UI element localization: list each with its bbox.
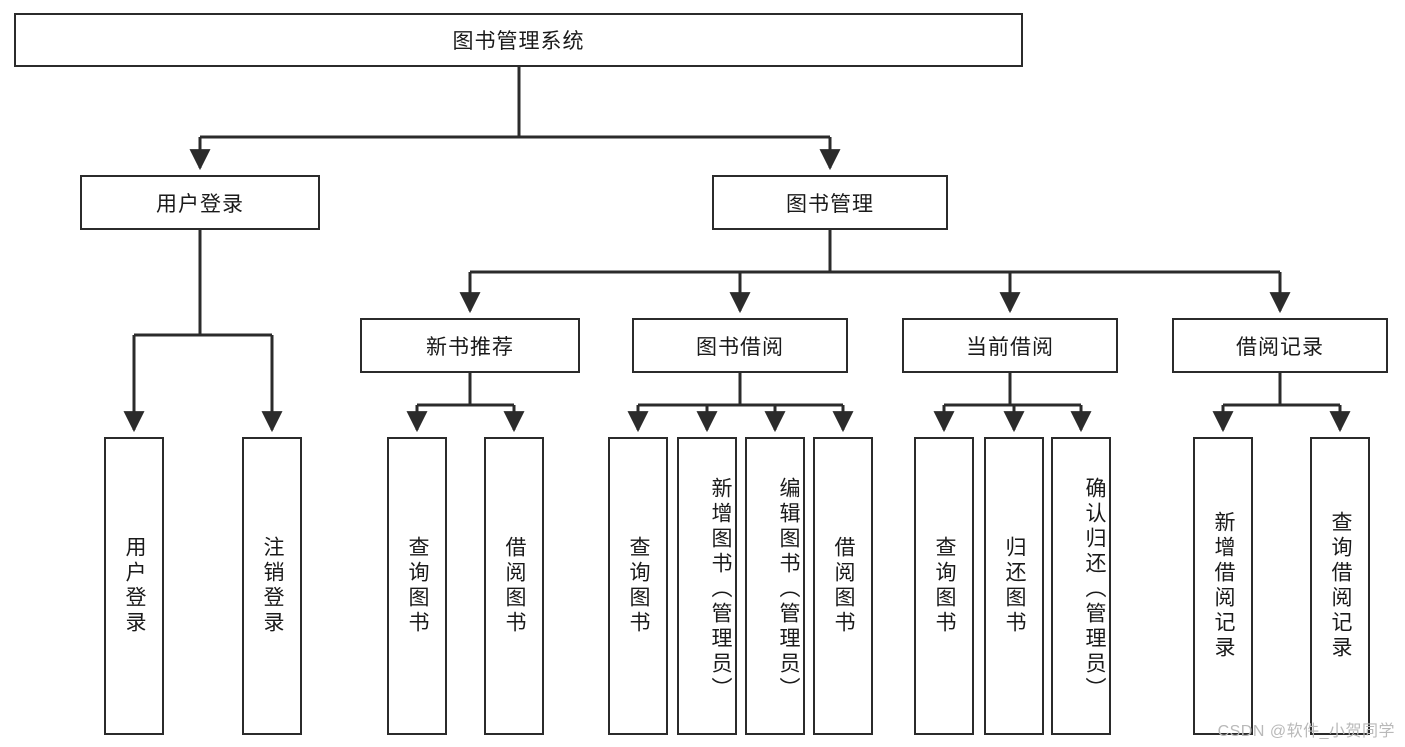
node-new-book-recommend[interactable]: 新书推荐 xyxy=(360,318,580,373)
node-root-label: 图书管理系统 xyxy=(452,30,585,53)
leaf-borrow-book-2[interactable]: 借阅图书 xyxy=(813,437,873,735)
leaf-add-record[interactable]: 新增借阅记录 xyxy=(1193,437,1253,735)
node-book-management[interactable]: 图书管理 xyxy=(712,175,948,230)
leaf-logout-label: 注销登录 xyxy=(261,536,284,636)
leaf-query-book-3[interactable]: 查询图书 xyxy=(914,437,974,735)
leaf-add-book-label: 新增图书（管理员） xyxy=(709,476,732,702)
leaf-borrow-book-1[interactable]: 借阅图书 xyxy=(484,437,544,735)
node-root[interactable]: 图书管理系统 xyxy=(14,13,1023,67)
node-user-login-label: 用户登录 xyxy=(156,192,244,216)
leaf-query-book-1[interactable]: 查询图书 xyxy=(387,437,447,735)
node-borrow-record-label: 借阅记录 xyxy=(1236,335,1324,359)
leaf-borrow-book-1-label: 借阅图书 xyxy=(503,536,526,636)
leaf-edit-book[interactable]: 编辑图书（管理员） xyxy=(745,437,805,735)
csdn-watermark: CSDN @软件_小贺同学 xyxy=(1217,723,1395,740)
node-book-borrow-label: 图书借阅 xyxy=(696,335,784,359)
node-new-book-recommend-label: 新书推荐 xyxy=(426,335,514,359)
leaf-edit-book-label: 编辑图书（管理员） xyxy=(777,476,800,702)
leaf-user-login[interactable]: 用户登录 xyxy=(104,437,164,735)
leaf-user-login-label: 用户登录 xyxy=(123,536,146,636)
leaf-add-book[interactable]: 新增图书（管理员） xyxy=(677,437,737,735)
leaf-confirm-return[interactable]: 确认归还（管理员） xyxy=(1051,437,1111,735)
leaf-borrow-book-2-label: 借阅图书 xyxy=(832,536,855,636)
leaf-logout[interactable]: 注销登录 xyxy=(242,437,302,735)
leaf-query-record[interactable]: 查询借阅记录 xyxy=(1310,437,1370,735)
node-current-borrow-label: 当前借阅 xyxy=(966,335,1054,359)
node-current-borrow[interactable]: 当前借阅 xyxy=(902,318,1118,373)
leaf-query-record-label: 查询借阅记录 xyxy=(1329,511,1352,661)
leaf-return-book-label: 归还图书 xyxy=(1003,536,1026,636)
leaf-return-book[interactable]: 归还图书 xyxy=(984,437,1044,735)
leaf-add-record-label: 新增借阅记录 xyxy=(1212,511,1235,661)
leaf-query-book-2[interactable]: 查询图书 xyxy=(608,437,668,735)
node-book-management-label: 图书管理 xyxy=(786,192,874,216)
node-user-login[interactable]: 用户登录 xyxy=(80,175,320,230)
node-book-borrow[interactable]: 图书借阅 xyxy=(632,318,848,373)
leaf-query-book-3-label: 查询图书 xyxy=(933,536,956,636)
leaf-query-book-2-label: 查询图书 xyxy=(627,536,650,636)
leaf-confirm-return-label: 确认归还（管理员） xyxy=(1083,476,1106,702)
node-borrow-record[interactable]: 借阅记录 xyxy=(1172,318,1388,373)
leaf-query-book-1-label: 查询图书 xyxy=(406,536,429,636)
